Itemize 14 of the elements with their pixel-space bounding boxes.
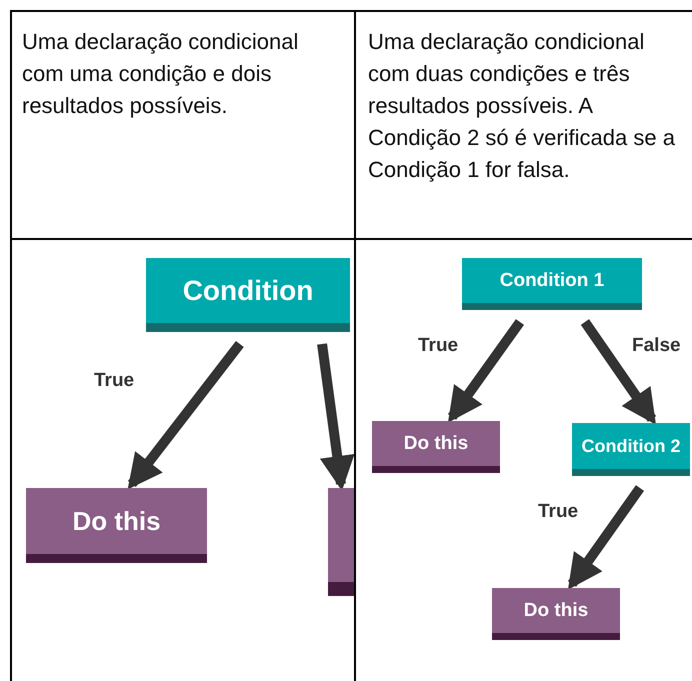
condition-box: Condition 2 [572,423,690,476]
arrow [128,340,244,490]
arrow [448,319,524,423]
action-box: Do this [492,588,620,640]
cell-text: Uma declaração condicional com duas condições e três resultados possíveis. A Condição 2 só é verificada se a Condição 1 for falsa. [368,28,676,184]
action-box: Do this [372,421,500,473]
condition-box: Condition [146,258,350,332]
condition-box: Condition 1 [462,258,642,310]
arrow [580,319,656,425]
empty-box [328,488,354,596]
action-box: Do this [26,488,207,563]
arrow [317,343,355,491]
cell-text: Uma declaração condicional com uma condição e dois resultados possíveis. [22,28,300,120]
arrow [568,485,644,590]
